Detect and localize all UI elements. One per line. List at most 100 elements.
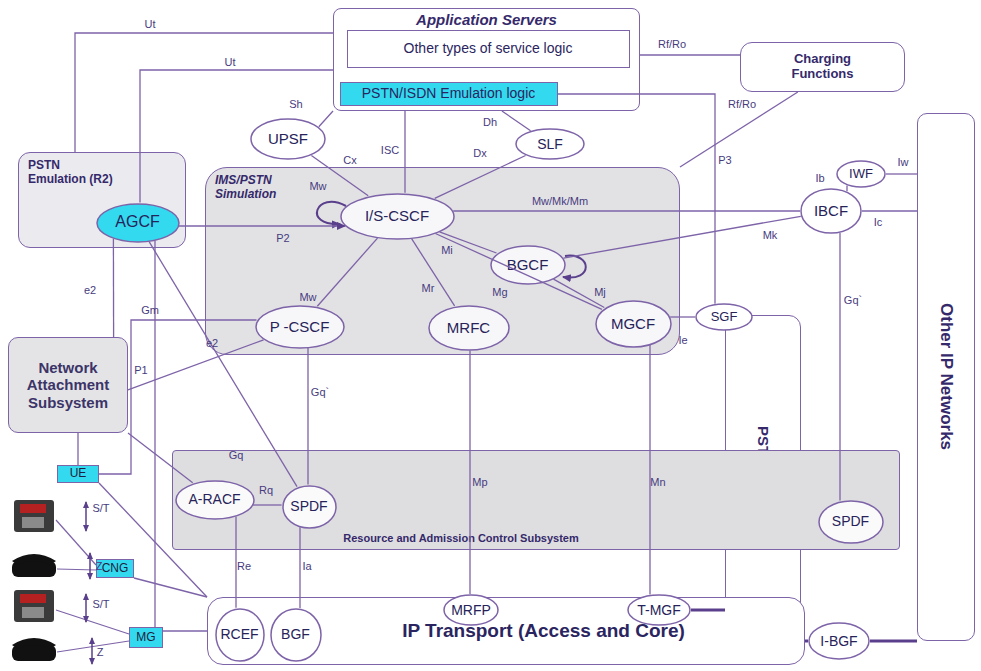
phone-wire	[57, 641, 129, 652]
interface-label: Re	[237, 560, 251, 572]
node-label: I-BGF	[820, 633, 857, 649]
node-label: BGF	[281, 626, 310, 642]
node-label: MRFP	[451, 602, 491, 618]
function-ellipse: I/S-CSCF	[340, 193, 455, 240]
text-area: PSTN/ISDN Emulation logic	[341, 83, 557, 105]
interface-label: Cx	[343, 154, 356, 166]
function-ellipse: SGF	[695, 303, 753, 331]
function-ellipse: IWF	[836, 160, 886, 188]
interface-connector	[77, 433, 78, 465]
interface-label: Ut	[145, 18, 156, 30]
text-area: SPDF	[818, 500, 884, 544]
phone-wire	[56, 610, 129, 634]
node-label: P -CSCF	[270, 318, 330, 335]
text-area: A-RACF	[175, 480, 255, 520]
interface-label: Rf/Ro	[728, 98, 756, 110]
text-area: P -CSCF	[255, 305, 345, 349]
interface-label: Ib	[815, 172, 824, 184]
node-label: MRFC	[447, 319, 490, 336]
text-area: Resource and Admission Control Subsystem	[173, 451, 899, 549]
phone-display	[20, 504, 46, 513]
interface-label: Z	[97, 646, 104, 658]
interface-label: Z	[96, 560, 103, 572]
ellipse-shape	[819, 501, 883, 543]
interface-connector	[846, 186, 847, 192]
node-label: Other IP Networks	[936, 303, 956, 450]
ellipse-shape	[491, 246, 565, 284]
function-ellipse: T-MGF	[627, 594, 691, 626]
ellipse-shape	[444, 595, 498, 625]
text-area: Other IP Networks	[918, 114, 974, 640]
phone-keypad	[22, 517, 44, 528]
classic-phone	[12, 561, 56, 577]
function-ellipse: SLF	[515, 128, 585, 160]
interface-label: Mj	[594, 286, 606, 298]
ellipse-shape	[251, 119, 325, 159]
interface-label: Rf/Ro	[658, 38, 686, 50]
text-area: UPSF	[250, 118, 326, 160]
interface-label: Mr	[422, 282, 435, 294]
interface-label: Rq	[259, 484, 273, 496]
transport-box: IP Transport (Access and Core)RCEFBGF	[207, 597, 805, 665]
interface-label: Gm	[141, 304, 159, 316]
interface-label: P3	[718, 154, 731, 166]
node-label: T-MGF	[637, 602, 681, 618]
node-label: IBCF	[814, 202, 848, 219]
text-area: I/S-CSCF	[340, 193, 455, 240]
node-label: MGCF	[611, 315, 655, 332]
phone-display	[20, 594, 46, 603]
text-area: Charging Functions	[741, 43, 904, 91]
interface-label: Ie	[678, 334, 687, 346]
interface-label: ISC	[381, 144, 399, 156]
interface-connector	[640, 54, 740, 55]
interface-label: Sh	[289, 98, 302, 110]
node-label: BGCF	[507, 256, 549, 273]
ellipse-shape	[341, 194, 454, 239]
interface-connector	[319, 111, 333, 127]
text-area: SPDF	[282, 485, 337, 529]
node-label: SPDF	[832, 513, 869, 529]
text-area: SLF	[515, 128, 585, 160]
interface-connector	[154, 241, 155, 627]
desk-phone	[14, 590, 54, 622]
interface-arrow	[91, 638, 93, 664]
ellipse-shape	[809, 623, 869, 659]
text-area: AGCF	[96, 203, 180, 243]
node-label: PSTN/ISDN Emulation logic	[362, 85, 536, 101]
interface-connector	[113, 239, 114, 337]
function-ellipse: MGCF	[595, 300, 672, 348]
function-box: Charging Functions	[740, 42, 905, 92]
trunk-connector	[805, 640, 808, 643]
interface-arrow	[85, 594, 87, 622]
interface-label: S/T	[92, 598, 109, 610]
node-label: PSTN Emulation (R2)	[28, 159, 120, 187]
interface-connector	[134, 578, 207, 597]
connector-group	[75, 33, 917, 641]
phone-keypad	[22, 607, 44, 618]
interface-connector	[862, 210, 917, 211]
interface-arrow	[89, 553, 91, 579]
function-ellipse: MRFP	[443, 594, 499, 626]
ellipse-shape	[97, 204, 179, 242]
function-ellipse: RCEF	[215, 608, 265, 662]
function-ellipse: UPSF	[250, 118, 326, 160]
node-label: Resource and Admission Control Subsystem	[343, 532, 579, 545]
interface-label: Mw	[299, 291, 316, 303]
ellipse-shape	[516, 129, 584, 159]
node-label: IMS/PSTN Simulation	[215, 174, 295, 202]
interface-label: Iw	[898, 156, 909, 168]
interface-label: Dx	[473, 147, 486, 159]
node-label: RCEF	[220, 626, 258, 642]
node-label: SLF	[537, 136, 563, 152]
node-label: MG	[136, 631, 155, 645]
server-group-box: Application ServersOther types of servic…	[333, 8, 640, 111]
text-area: IBCF	[800, 188, 862, 234]
interface-label: Dh	[483, 116, 497, 128]
text-area: Network Attachment Subsystem	[9, 338, 127, 432]
ellipse-shape	[216, 609, 264, 661]
interface-label: Mw/Mk/Mm	[532, 195, 588, 207]
equipment-box: MG	[129, 627, 163, 648]
text-area: BGCF	[490, 245, 566, 285]
interface-label: Ic	[874, 216, 883, 228]
